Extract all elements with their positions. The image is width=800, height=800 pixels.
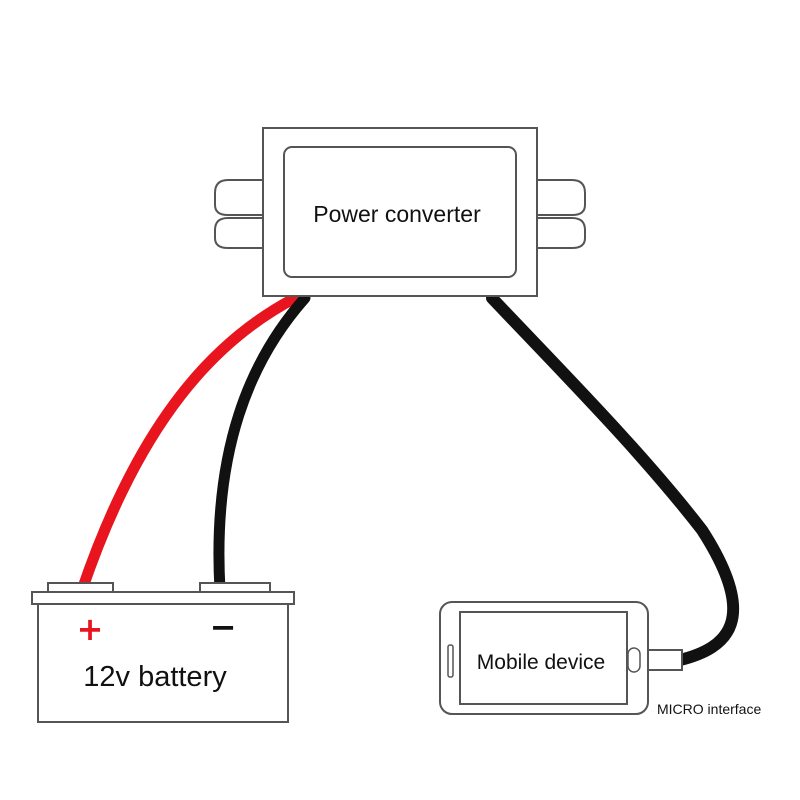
power-converter: Power converter bbox=[214, 127, 586, 297]
battery-terminal-positive bbox=[47, 582, 114, 593]
converter-right-tab-lower bbox=[536, 217, 586, 249]
phone-home-button bbox=[627, 647, 641, 673]
battery-terminal-negative bbox=[199, 582, 271, 593]
converter-label: Power converter bbox=[313, 201, 481, 227]
mobile-device: Mobile device bbox=[439, 601, 683, 715]
output-wire bbox=[486, 292, 740, 666]
battery-label: 12v battery bbox=[83, 661, 227, 693]
converter-right-tab bbox=[536, 179, 586, 216]
battery-body bbox=[37, 603, 289, 723]
positive-wire bbox=[76, 292, 301, 596]
micro-interface-label: MICRO interface bbox=[657, 701, 761, 717]
battery-lid bbox=[31, 591, 295, 605]
battery: + − 12v battery bbox=[31, 582, 295, 723]
battery-negative-symbol: − bbox=[210, 608, 237, 646]
negative-wire bbox=[213, 292, 311, 596]
converter-face bbox=[283, 146, 517, 278]
phone-screen bbox=[459, 611, 628, 705]
mobile-label: Mobile device bbox=[477, 651, 605, 674]
converter-left-tab-lower bbox=[214, 217, 264, 249]
micro-connector-plug bbox=[647, 649, 683, 671]
battery-positive-symbol: + bbox=[77, 610, 104, 648]
converter-left-tab bbox=[214, 179, 264, 216]
phone-speaker bbox=[447, 644, 454, 678]
